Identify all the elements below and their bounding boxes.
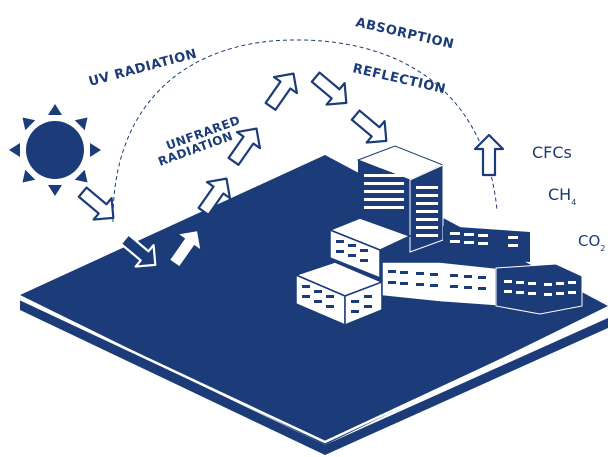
sun-icon (9, 104, 101, 196)
arrow-icon (72, 180, 124, 230)
co2-label: CO2 (578, 232, 605, 253)
reflection-label: REFLECTION (351, 61, 447, 97)
atmosphere-arc (112, 39, 498, 223)
arrow-icon (305, 65, 357, 115)
building-icon (293, 145, 583, 327)
uv-radiation-label: UV RADIATION (87, 47, 199, 90)
ch4-label: CH4 (548, 185, 576, 207)
cfc-label: CFCs (532, 143, 572, 162)
arrow-icon (345, 103, 397, 153)
arrow-icon (257, 64, 307, 116)
absorption-label: ABSORPTION (354, 15, 455, 52)
